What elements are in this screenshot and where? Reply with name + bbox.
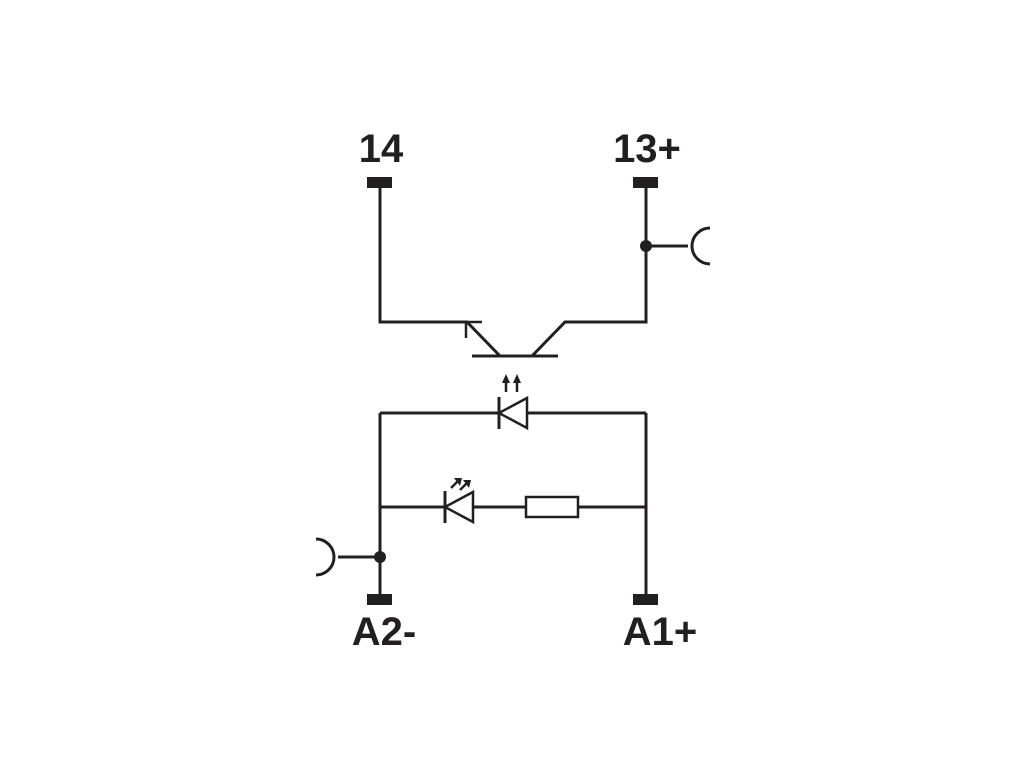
terminal-pad-a2-minus bbox=[367, 594, 392, 605]
wire-terminal-13-collector bbox=[530, 188, 648, 358]
coupler-led-branch bbox=[380, 395, 646, 431]
connection-socket-bottom bbox=[315, 537, 386, 577]
terminal-pad-14 bbox=[367, 177, 392, 188]
terminal-label-14: 14 bbox=[359, 127, 404, 171]
wire-terminal-14-emitter bbox=[378, 188, 502, 358]
terminal-pad-a1-plus bbox=[633, 594, 658, 605]
emitter-arrow bbox=[464, 320, 482, 338]
led-diode-icon bbox=[496, 395, 529, 431]
terminal-label-a2-minus: A2- bbox=[352, 610, 416, 654]
phototransistor bbox=[378, 188, 648, 358]
terminal-label-13-plus: 13+ bbox=[613, 127, 681, 171]
terminal-pad-13-plus bbox=[633, 177, 658, 188]
indicator-led-branch bbox=[380, 478, 646, 525]
socket-icon bbox=[315, 537, 336, 577]
indicator-led-icon bbox=[442, 489, 475, 525]
resistor-icon bbox=[524, 495, 580, 519]
socket-icon bbox=[690, 226, 711, 266]
connection-socket-top bbox=[640, 226, 711, 266]
light-emission-arrows-coupler bbox=[502, 374, 521, 392]
light-emission-arrows-indicator bbox=[450, 478, 471, 491]
terminal-label-a1-plus: A1+ bbox=[623, 610, 698, 654]
